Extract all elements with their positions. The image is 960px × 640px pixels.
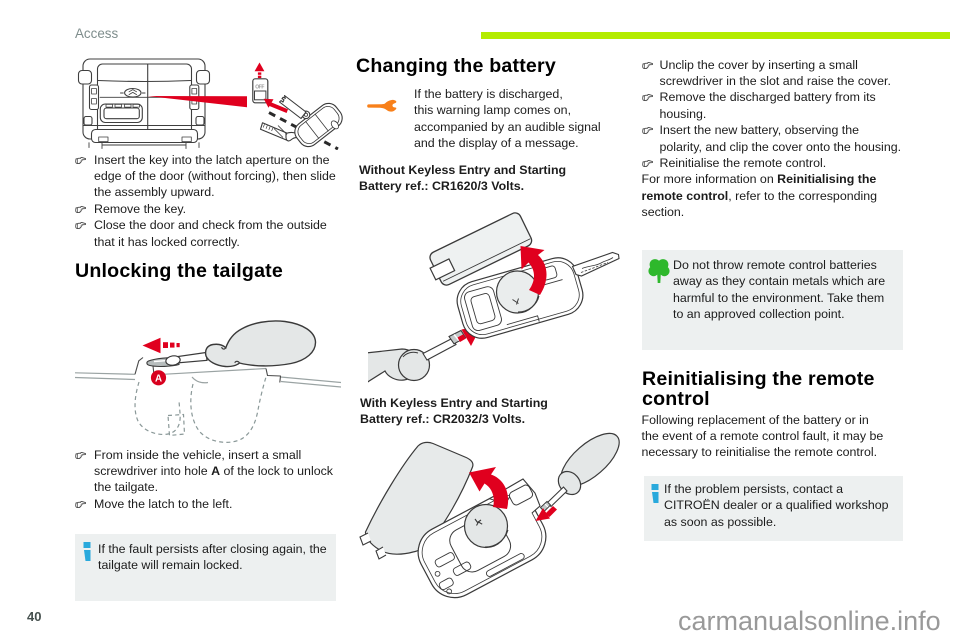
svg-text:OFF: OFF	[255, 84, 264, 90]
svg-text:A: A	[155, 373, 162, 384]
